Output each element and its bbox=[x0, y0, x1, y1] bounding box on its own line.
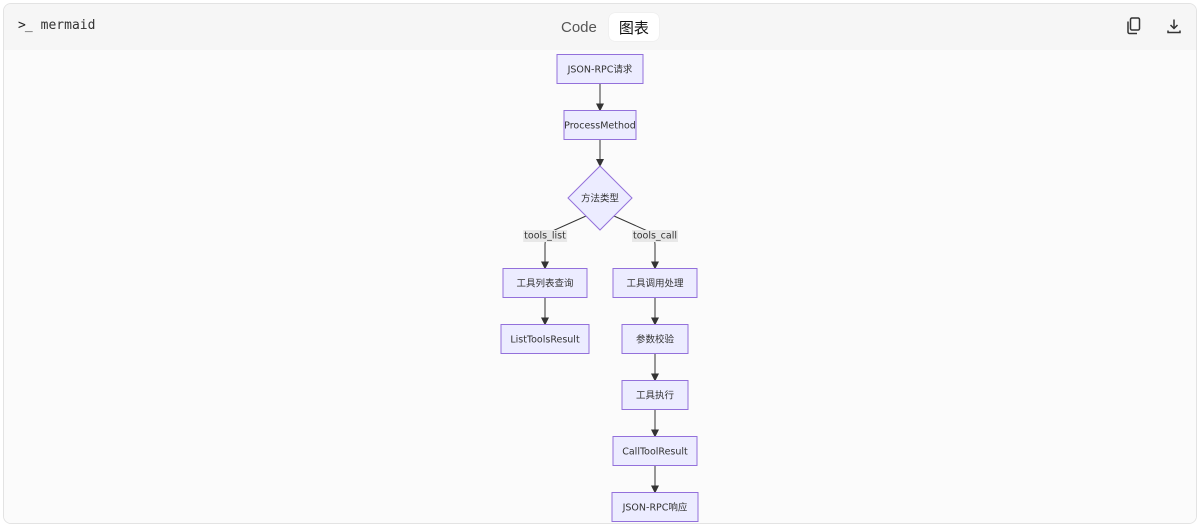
edge-label-background bbox=[523, 230, 568, 242]
process-node: 工具调用处理 bbox=[612, 268, 698, 298]
code-block-frame: >_ mermaid Code 图表 bbox=[3, 3, 1197, 524]
node-label: CallToolResult bbox=[622, 447, 688, 458]
decision-node: 方法类型 bbox=[567, 165, 633, 231]
process-node: ProcessMethod bbox=[563, 110, 637, 140]
download-button[interactable] bbox=[1164, 16, 1184, 36]
process-node: 工具执行 bbox=[621, 380, 689, 410]
process-node: 参数校验 bbox=[621, 324, 689, 354]
edge-label-text: tools_list bbox=[524, 231, 566, 242]
process-node: 工具列表查询 bbox=[502, 268, 588, 298]
node-label: JSON-RPC请求 bbox=[567, 64, 633, 76]
language-label: mermaid bbox=[40, 18, 96, 33]
node-label: JSON-RPC响应 bbox=[622, 502, 688, 514]
view-tabs: Code 图表 bbox=[555, 13, 659, 41]
node-label: ListToolsResult bbox=[510, 335, 580, 346]
copy-button[interactable] bbox=[1124, 16, 1144, 36]
code-block-header: >_ mermaid Code 图表 bbox=[4, 4, 1196, 50]
node-label: ProcessMethod bbox=[564, 121, 636, 132]
tab-code[interactable]: Code bbox=[561, 18, 597, 36]
node-box bbox=[611, 492, 699, 522]
edge-label-text: tools_call bbox=[633, 231, 677, 242]
node-label: 参数校验 bbox=[636, 334, 675, 346]
node-label: 工具调用处理 bbox=[626, 278, 684, 290]
terminal-icon: >_ bbox=[18, 18, 33, 33]
edge-label: tools_call bbox=[631, 230, 679, 242]
node-label: 工具执行 bbox=[636, 390, 675, 402]
node-box bbox=[621, 324, 689, 354]
node-box bbox=[612, 436, 698, 466]
node-box bbox=[556, 54, 644, 84]
node-box bbox=[612, 268, 698, 298]
process-node: JSON-RPC响应 bbox=[611, 492, 699, 522]
node-label: 工具列表查询 bbox=[516, 278, 573, 290]
node-box bbox=[563, 110, 637, 140]
copy-icon bbox=[1127, 17, 1141, 35]
process-node: ListToolsResult bbox=[500, 324, 590, 354]
download-icon bbox=[1167, 19, 1181, 34]
header-tools bbox=[1124, 16, 1184, 36]
node-box bbox=[621, 380, 689, 410]
edge-labels-layer: tools_list tools_call bbox=[523, 230, 679, 242]
language-indicator: >_ mermaid bbox=[18, 18, 95, 33]
process-node: JSON-RPC请求 bbox=[556, 54, 644, 84]
decision-diamond bbox=[567, 165, 633, 231]
node-box bbox=[502, 268, 588, 298]
edge-label-background bbox=[631, 230, 679, 242]
flow-edge bbox=[541, 215, 587, 270]
process-node: CallToolResult bbox=[612, 436, 698, 466]
node-label: 方法类型 bbox=[581, 193, 620, 205]
edge-label: tools_list bbox=[523, 230, 568, 242]
tab-diagram[interactable]: 图表 bbox=[608, 13, 659, 41]
node-box bbox=[500, 324, 590, 354]
flow-edge bbox=[613, 215, 659, 270]
diagram-canvas: JSON-RPC请求 ProcessMethod 方法类型工具列表查询 工具调用处理 L… bbox=[4, 50, 1196, 523]
